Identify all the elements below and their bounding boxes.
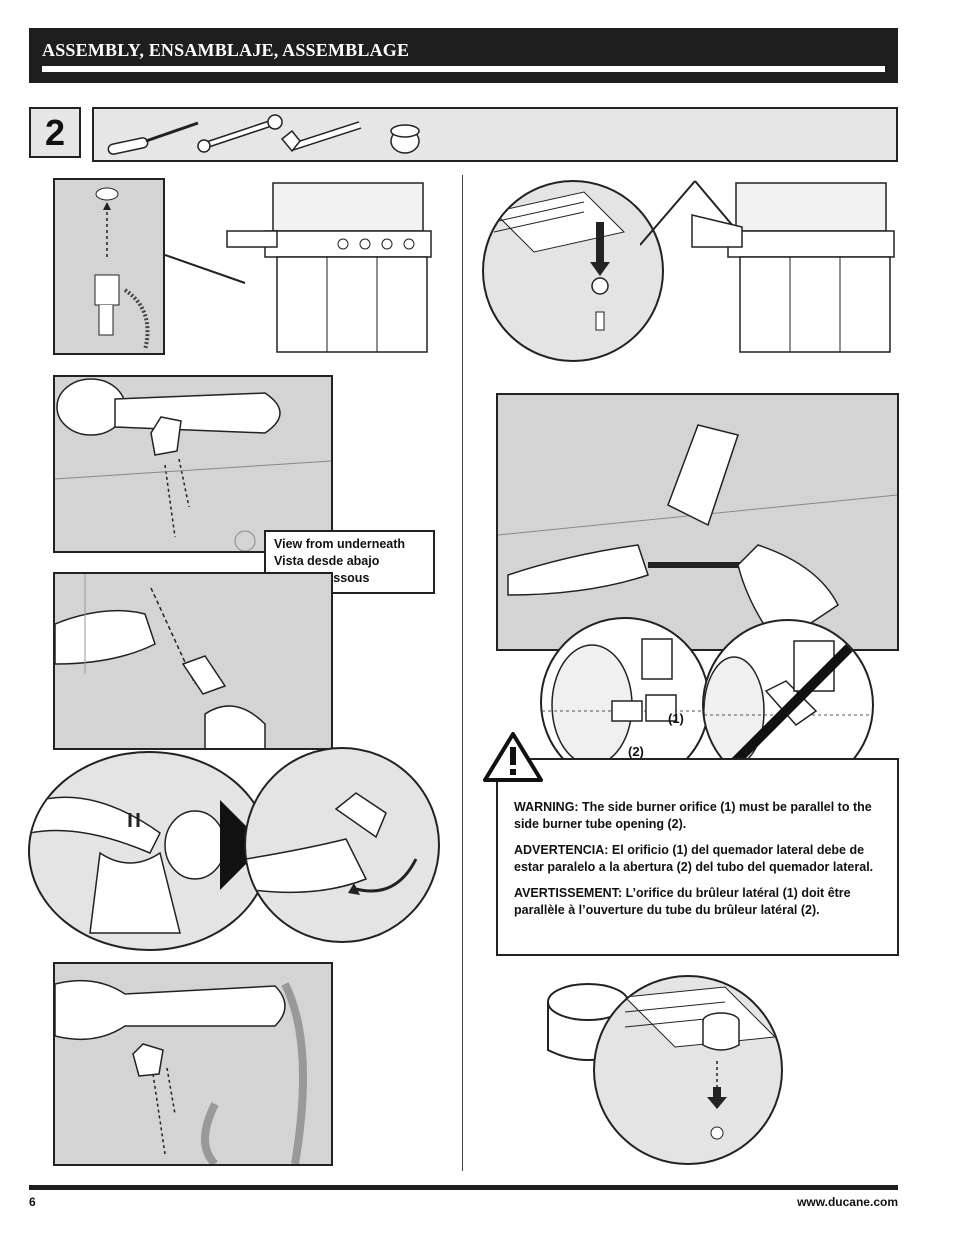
- next-step-arrow: [220, 790, 270, 905]
- orifice-warning-box: WARNING: The side burner orifice (1) mus…: [496, 758, 899, 956]
- valve-insertion-panel: [53, 572, 333, 750]
- caption-english: View from underneath: [274, 537, 406, 551]
- clamp-reinstall-panel: [53, 962, 333, 1166]
- orifice-callout: (1): [668, 711, 684, 726]
- page-number: 6: [29, 1195, 36, 1209]
- knob-cap-icon: [390, 124, 420, 154]
- burner-clamp-panel: [53, 375, 333, 553]
- grill-overview-right: [639, 175, 900, 365]
- tools-bar: [92, 107, 898, 162]
- orifice-tightening-panel: [496, 393, 899, 651]
- website-url: www.ducane.com: [797, 1195, 898, 1209]
- warning-spanish: ADVERTENCIA: El orificio (1) del quemado…: [514, 843, 874, 874]
- section-header-bar: [29, 28, 898, 83]
- column-divider: [462, 175, 463, 1171]
- warning-english: WARNING: The side burner orifice (1) mus…: [514, 800, 872, 831]
- adjustable-wrench-icon: [280, 121, 362, 153]
- screwdriver-icon: [107, 121, 199, 155]
- header-rule: [42, 66, 885, 72]
- warning-french: AVERTISSEMENT: L’orifice du brûleur laté…: [514, 886, 851, 917]
- step-number: 2: [29, 107, 81, 158]
- side-burner-knob-install-detail: [593, 975, 783, 1165]
- grill-overview-illustration: [164, 175, 445, 365]
- footer-rule: [29, 1185, 898, 1190]
- warning-triangle-icon: [482, 731, 544, 788]
- caption-spanish: Vista desde abajo: [274, 554, 380, 568]
- valve-detail-panel: [53, 178, 165, 355]
- burner-installed-detail: [244, 747, 440, 943]
- combination-wrench-icon: [197, 114, 283, 153]
- side-burner-nut-detail: [482, 180, 664, 362]
- section-title: ASSEMBLY, ENSAMBLAJE, ASSEMBLAGE: [42, 40, 410, 60]
- tube-opening-callout: (2): [628, 744, 644, 759]
